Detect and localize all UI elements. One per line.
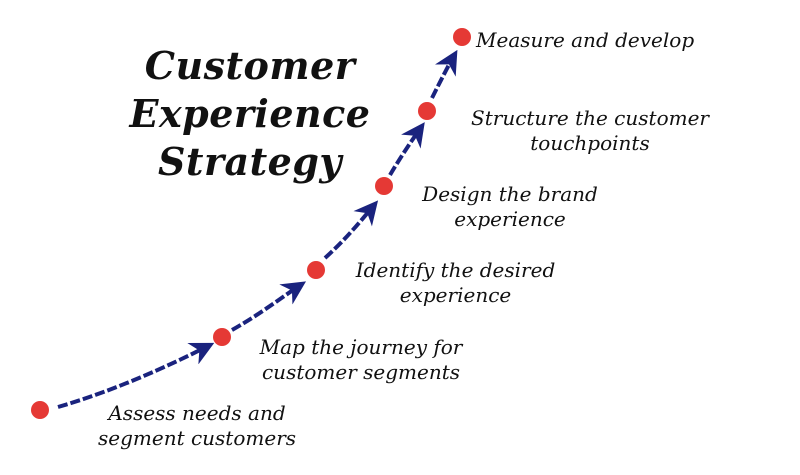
step-dot-3 xyxy=(307,261,325,279)
step-6-line-1: Measure and develop xyxy=(476,28,695,52)
step-5-line-1: Structure the customer xyxy=(471,106,709,130)
step-2-line-1: Map the journey for xyxy=(259,335,463,359)
step-4-line-1: Design the brand xyxy=(422,182,598,206)
step-5-line-2: touchpoints xyxy=(530,131,650,155)
step-1-line-2: segment customers xyxy=(97,426,297,450)
step-label-2: Map the journey for customer segments xyxy=(236,335,486,385)
step-dot-2 xyxy=(213,328,231,346)
step-dot-6 xyxy=(453,28,471,46)
step-2-line-2: customer segments xyxy=(261,360,461,384)
title-line-2: Experience xyxy=(129,91,371,136)
step-label-3: Identify the desired experience xyxy=(328,258,583,308)
arrow-step-1-to-2 xyxy=(57,342,215,409)
step-4-line-2: experience xyxy=(454,207,566,231)
step-3-line-2: experience xyxy=(399,283,512,307)
arrow-step-2-to-3 xyxy=(231,281,307,332)
arrow-step-3-to-4 xyxy=(323,200,379,260)
step-1-line-1: Assess needs and xyxy=(108,401,286,425)
step-3-line-1: Identify the desired xyxy=(355,258,556,282)
step-dot-5 xyxy=(418,102,436,120)
step-dot-1 xyxy=(31,401,49,419)
arrow-step-4-to-5 xyxy=(388,122,425,177)
diagram-title: Customer Experience Strategy xyxy=(100,42,400,186)
step-label-4: Design the brand experience xyxy=(396,182,624,232)
step-label-6: Measure and develop xyxy=(476,28,776,53)
step-dot-4 xyxy=(375,177,393,195)
title-line-3: Strategy xyxy=(157,139,343,184)
step-label-5: Structure the customer touchpoints xyxy=(440,106,740,156)
title-line-1: Customer xyxy=(144,43,356,88)
step-label-1: Assess needs and segment customers xyxy=(72,401,322,451)
arrow-step-5-to-6 xyxy=(430,49,458,99)
